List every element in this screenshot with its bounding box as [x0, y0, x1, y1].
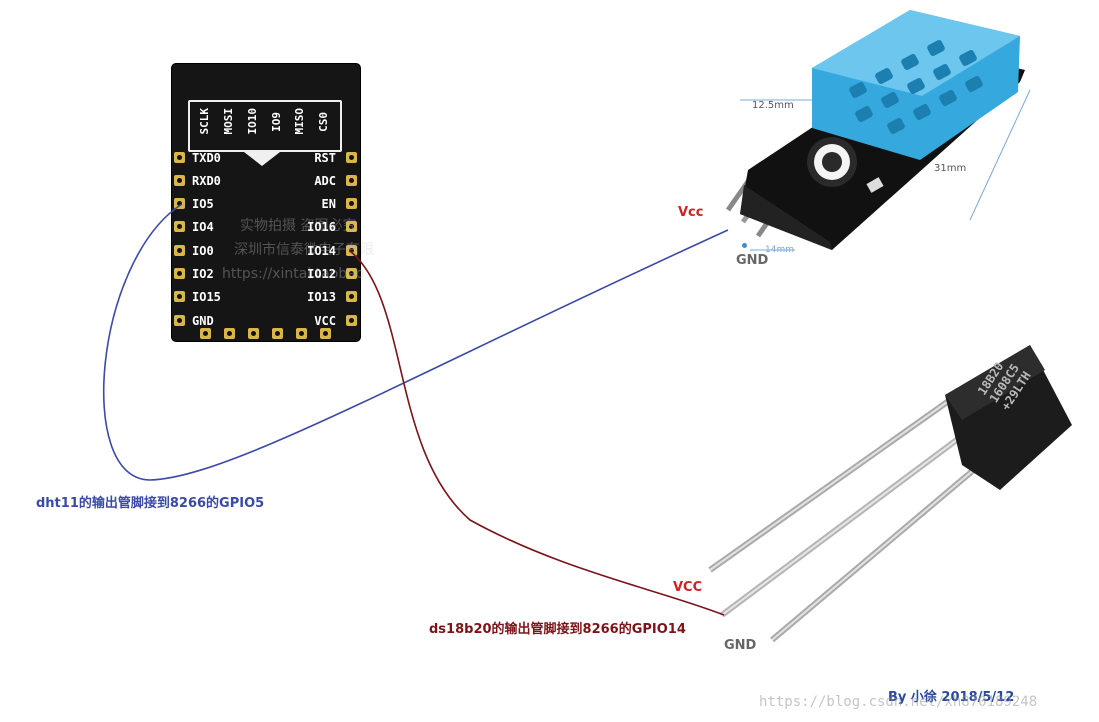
wire-endpoint-dot	[742, 243, 747, 248]
pin-pad	[346, 198, 357, 209]
pin-pad	[200, 328, 211, 339]
pin-pad	[174, 175, 185, 186]
left-pin-label: IO4	[192, 220, 214, 234]
pin-pad	[346, 152, 357, 163]
dht11-signal-wire	[103, 203, 729, 481]
left-pin-label: IO15	[192, 290, 221, 304]
pin-pad	[248, 328, 259, 339]
right-pin-label: ADC	[314, 174, 336, 188]
dht11-connection-note: dht11的输出管脚接到8266的GPIO5	[36, 496, 265, 511]
pin-pad	[320, 328, 331, 339]
left-pin-label: IO2	[192, 267, 214, 281]
pin-pad	[174, 291, 185, 302]
ds18b20-vcc-label: VCC	[673, 580, 703, 595]
pin-pad	[346, 315, 357, 326]
pin-pad	[174, 198, 185, 209]
pin-pad	[272, 328, 283, 339]
right-pin-label: IO13	[307, 290, 336, 304]
pin-pad	[346, 175, 357, 186]
pin-pad	[296, 328, 307, 339]
pin-pad	[346, 268, 357, 279]
ds18b20-sensor	[708, 345, 1072, 643]
dht11-length-dimension: 31mm	[934, 163, 967, 174]
right-pin-label: EN	[321, 197, 336, 211]
right-pin-label: IO16	[307, 220, 336, 234]
left-pin-label: IO5	[192, 197, 214, 211]
right-pin-label: IO12	[307, 267, 336, 281]
dht11-pitch-dimension: 14mm	[765, 245, 794, 255]
left-pin-label: RXD0	[192, 174, 221, 188]
dht11-height-dimension: 12.5mm	[752, 100, 794, 111]
ds18b20-signal-wire	[349, 250, 725, 616]
right-pin-label: IO14	[307, 244, 336, 258]
pin-pad	[224, 328, 235, 339]
pin-pad	[174, 245, 185, 256]
orientation-marker	[244, 152, 280, 166]
blog-watermark: https://blog.csdn.net/xh870189248	[759, 694, 1038, 710]
pin-pad	[174, 221, 185, 232]
pin-pad	[346, 245, 357, 256]
pin-pad	[346, 221, 357, 232]
ds18b20-gnd-label: GND	[724, 638, 757, 653]
pin-pad	[174, 152, 185, 163]
author-signature: By 小徐 2018/5/12	[888, 690, 1015, 705]
pin-pad	[174, 315, 185, 326]
right-pin-label: RST	[314, 151, 336, 165]
pin-pad	[174, 268, 185, 279]
watermark-line: https://xintai.taobao	[222, 266, 365, 282]
right-pin-label: VCC	[314, 314, 336, 328]
left-pin-label: GND	[192, 314, 214, 328]
antenna-area	[188, 100, 342, 152]
module-watermark: 实物拍摄 盗图必究 深圳市信泰微电子有限 https://xintai.taob…	[222, 214, 374, 286]
esp8266-module: SCLK MOSI IO10 IO9 MISO CS0 TXD0 RXD0 IO…	[172, 64, 374, 341]
dht11-gnd-label: GND	[736, 253, 769, 268]
left-pin-label: TXD0	[192, 151, 221, 165]
left-pin-label: IO0	[192, 244, 214, 258]
watermark-line: 实物拍摄 盗图必究	[240, 218, 357, 234]
watermark-line: 深圳市信泰微电子有限	[234, 242, 374, 258]
dht11-sensor	[725, 10, 1031, 251]
pin-pad	[346, 291, 357, 302]
dht11-vcc-label: Vcc	[678, 205, 704, 220]
ds18b20-connection-note: ds18b20的输出管脚接到8266的GPIO14	[429, 622, 686, 637]
